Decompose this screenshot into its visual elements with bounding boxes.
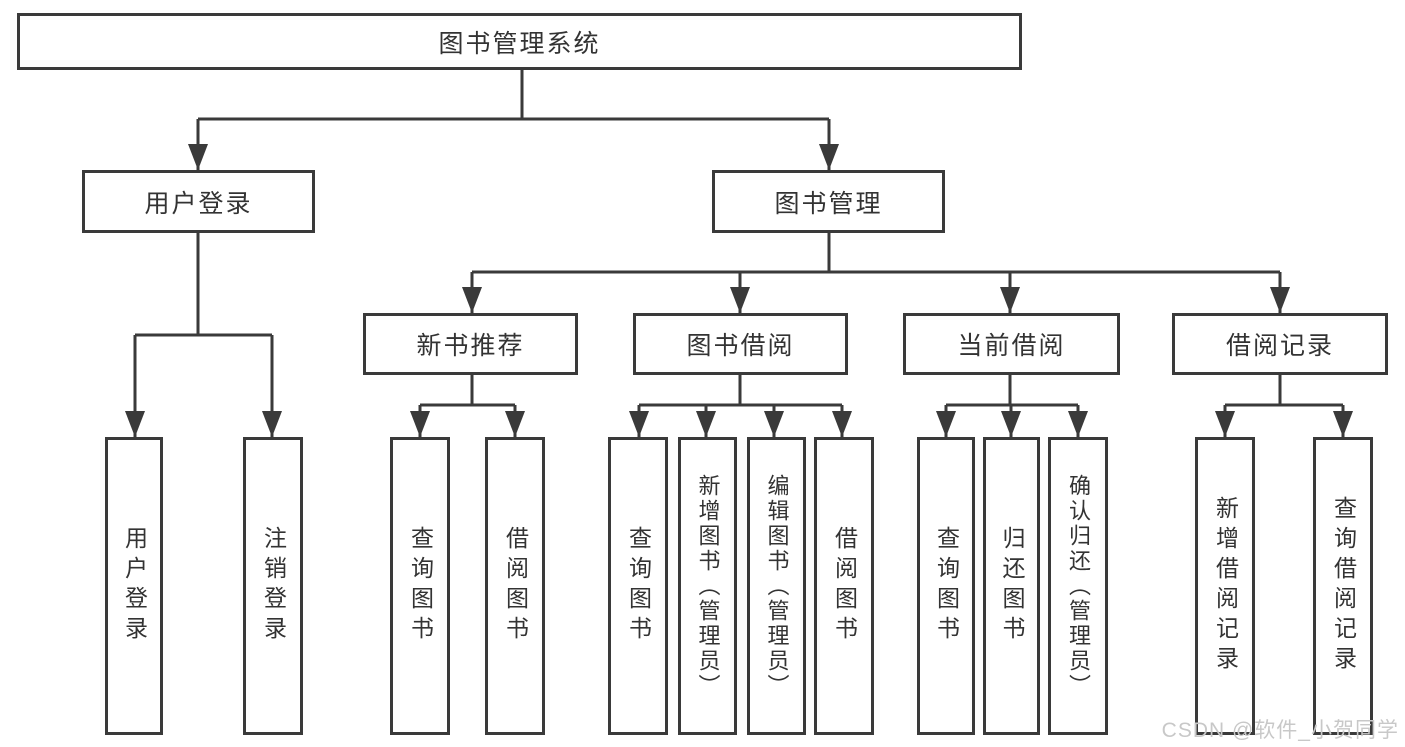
node-leaf-edit-book-admin: 编辑图书（管理员） (747, 437, 806, 735)
arrowhead-icon (936, 411, 956, 437)
arrowhead-icon (125, 411, 145, 437)
node-leaf-query-books-recommend: 查询图书 (390, 437, 450, 735)
node-root: 图书管理系统 (17, 13, 1022, 70)
arrowhead-icon (832, 411, 852, 437)
node-current-borrow: 当前借阅 (903, 313, 1120, 375)
node-leaf-borrow-books: 借阅图书 (814, 437, 874, 735)
arrowhead-icon (819, 144, 839, 170)
node-leaf-logout: 注销登录 (243, 437, 303, 735)
node-user-login: 用户登录 (82, 170, 315, 233)
arrowhead-icon (1270, 287, 1290, 313)
arrowhead-icon (1333, 411, 1353, 437)
node-leaf-query-books-current: 查询图书 (917, 437, 975, 735)
arrowhead-icon (462, 287, 482, 313)
node-leaf-confirm-return-admin: 确认归还（管理员） (1048, 437, 1108, 735)
node-new-book-recommend: 新书推荐 (363, 313, 578, 375)
arrowhead-icon (505, 411, 525, 437)
arrowhead-icon (764, 411, 784, 437)
connector-lines (133, 70, 1345, 437)
watermark: CSDN @软件_小贺同学 (1161, 719, 1399, 742)
node-leaf-query-books-borrow: 查询图书 (608, 437, 668, 735)
node-book-management: 图书管理 (712, 170, 945, 233)
arrowhead-icon (629, 411, 649, 437)
arrowhead-icon (1068, 411, 1088, 437)
arrowhead-icon (1000, 287, 1020, 313)
node-book-borrow: 图书借阅 (633, 313, 848, 375)
node-borrow-records: 借阅记录 (1172, 313, 1388, 375)
node-leaf-borrow-books-recommend: 借阅图书 (485, 437, 545, 735)
arrowhead-icon (1001, 411, 1021, 437)
arrowhead-icon (1215, 411, 1235, 437)
node-leaf-add-borrow-record: 新增借阅记录 (1195, 437, 1255, 735)
node-leaf-user-login: 用户登录 (105, 437, 163, 735)
arrowhead-icon (262, 411, 282, 437)
arrowhead-icon (696, 411, 716, 437)
connector-arrowheads (125, 144, 1353, 437)
node-leaf-return-book: 归还图书 (983, 437, 1040, 735)
node-leaf-query-borrow-record: 查询借阅记录 (1313, 437, 1373, 735)
node-leaf-add-book-admin: 新增图书（管理员） (678, 437, 737, 735)
arrowhead-icon (730, 287, 750, 313)
arrowhead-icon (410, 411, 430, 437)
arrowhead-icon (188, 144, 208, 170)
